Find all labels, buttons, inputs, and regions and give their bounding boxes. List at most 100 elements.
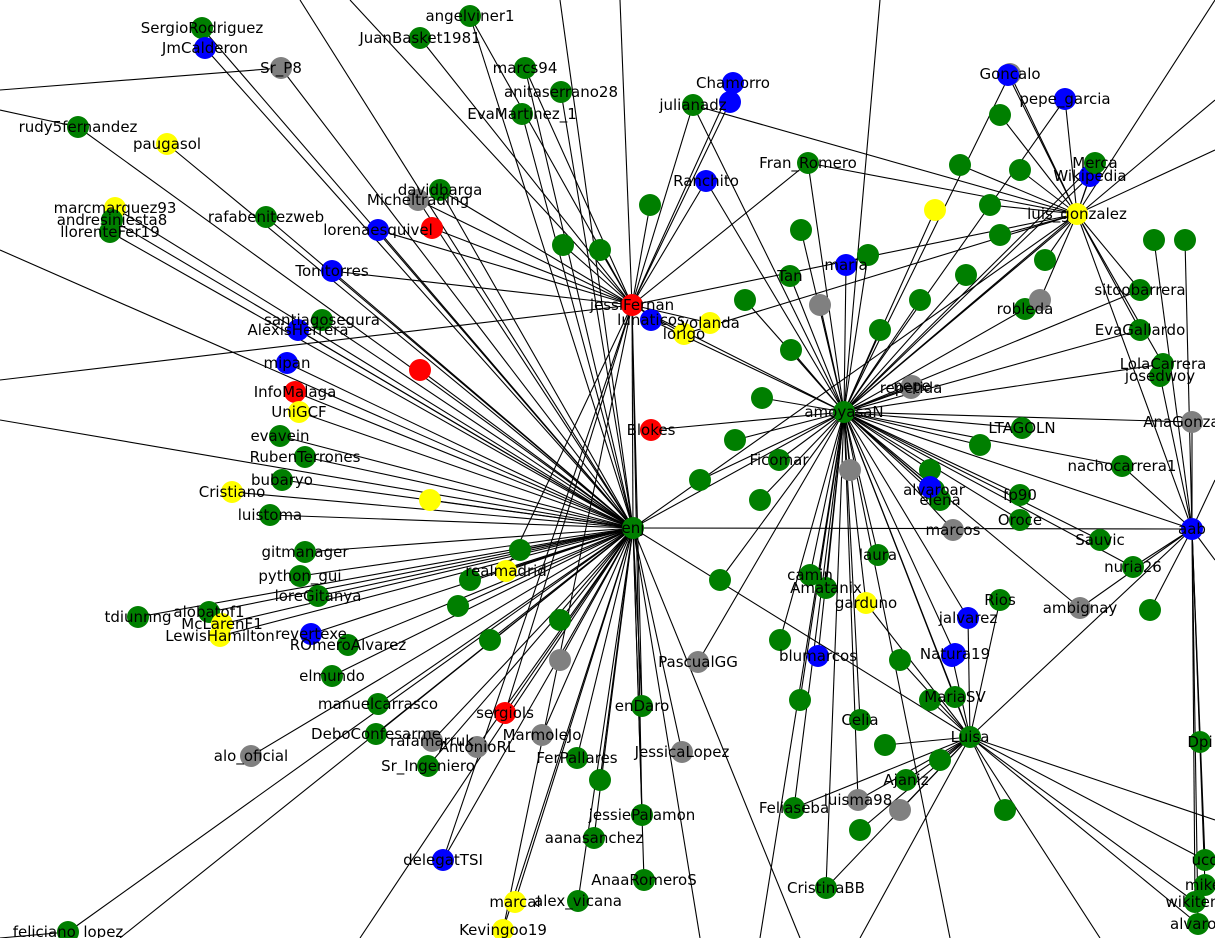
graph-node-felicianolopez[interactable] — [57, 921, 79, 938]
graph-node-python_gui[interactable] — [289, 565, 311, 587]
graph-node-gr25[interactable] — [549, 609, 571, 631]
graph-node-gr34[interactable] — [949, 154, 971, 176]
graph-node-gy2[interactable] — [839, 459, 861, 481]
graph-node-DeboConfesarme[interactable] — [365, 723, 387, 745]
graph-node-hubMid[interactable] — [833, 401, 855, 423]
graph-node-gr35[interactable] — [919, 689, 941, 711]
graph-node-gr21[interactable] — [749, 489, 771, 511]
graph-node-rafamarruk[interactable] — [421, 730, 443, 752]
graph-node-SrIngeniero[interactable] — [417, 755, 439, 777]
graph-node-gr3[interactable] — [751, 387, 773, 409]
graph-node-gr12[interactable] — [1034, 249, 1056, 271]
graph-node-Amatanix[interactable] — [815, 577, 837, 599]
graph-node-Merca[interactable] — [1084, 152, 1106, 174]
graph-node-gr6[interactable] — [909, 289, 931, 311]
graph-node-AlexisHerrera[interactable] — [287, 319, 309, 341]
graph-node-bubaryo[interactable] — [271, 469, 293, 491]
graph-node-pepeGarcia[interactable] — [1054, 88, 1076, 110]
graph-node-alexvicana[interactable] — [567, 890, 589, 912]
graph-node-Blokes[interactable] — [640, 419, 662, 441]
graph-node-evavein[interactable] — [269, 425, 291, 447]
graph-node-delegatTSI[interactable] — [432, 849, 454, 871]
graph-node-jessiePalamon[interactable] — [631, 804, 653, 826]
graph-node-marcal[interactable] — [504, 891, 526, 913]
graph-node-davidbarga[interactable] — [429, 179, 451, 201]
graph-node-hubJessi[interactable] — [621, 294, 643, 316]
graph-node-Rios[interactable] — [989, 589, 1011, 611]
graph-node-hubRight[interactable] — [1181, 518, 1203, 540]
graph-node-MariaSV[interactable] — [944, 686, 966, 708]
graph-node-sitoobarrera[interactable] — [1129, 279, 1151, 301]
graph-node-luisma98[interactable] — [847, 789, 869, 811]
graph-node-josedwoy[interactable] — [1149, 365, 1171, 387]
graph-node-alo_oficial[interactable] — [240, 745, 262, 767]
graph-node-ambignay[interactable] — [1069, 597, 1091, 619]
graph-node-lorigo[interactable] — [673, 323, 695, 345]
graph-node-AntonioRL[interactable] — [466, 736, 488, 758]
graph-node-gr33[interactable] — [989, 224, 1011, 246]
graph-node-ye2[interactable] — [924, 199, 946, 221]
graph-node-gr28[interactable] — [447, 595, 469, 617]
graph-node-MarmoleJo[interactable] — [531, 724, 553, 746]
graph-node-JessicaLopez[interactable] — [671, 741, 693, 763]
graph-node-Feliaseba[interactable] — [783, 797, 805, 819]
graph-node-marcs94[interactable] — [514, 57, 536, 79]
graph-node-elmundo[interactable] — [321, 665, 343, 687]
graph-node-realmadrid[interactable] — [495, 560, 517, 582]
graph-node-gr15[interactable] — [1174, 229, 1196, 251]
graph-node-jalvarez[interactable] — [957, 607, 979, 629]
graph-node-uco[interactable] — [1194, 849, 1215, 871]
graph-node-juanBasket[interactable] — [409, 27, 431, 49]
graph-node-garduno[interactable] — [855, 592, 877, 614]
graph-node-gr8[interactable] — [857, 244, 879, 266]
graph-node-mikel[interactable] — [1194, 874, 1215, 896]
graph-node-re2[interactable] — [421, 217, 443, 239]
graph-node-gr19[interactable] — [994, 799, 1016, 821]
graph-node-bl4[interactable] — [941, 645, 963, 667]
graph-node-gr20[interactable] — [849, 819, 871, 841]
graph-node-gr27[interactable] — [479, 629, 501, 651]
graph-node-gr29[interactable] — [589, 239, 611, 261]
graph-node-gitmanager[interactable] — [294, 541, 316, 563]
graph-node-gr30[interactable] — [639, 194, 661, 216]
graph-node-AnaGonzalez[interactable] — [1181, 411, 1203, 433]
graph-node-revertexe[interactable] — [300, 623, 322, 645]
graph-node-hubJenn[interactable] — [622, 517, 644, 539]
graph-node-santiagosegura[interactable] — [311, 309, 333, 331]
graph-node-LewisHamilton[interactable] — [209, 625, 231, 647]
graph-node-Kevingoo[interactable] — [492, 919, 514, 938]
graph-node-re1[interactable] — [409, 359, 431, 381]
graph-node-aanasanchez[interactable] — [583, 827, 605, 849]
graph-node-CristianoRonaldo[interactable] — [221, 481, 243, 503]
graph-node-gr31[interactable] — [919, 459, 941, 481]
graph-node-blueA[interactable] — [640, 309, 662, 331]
graph-node-gr32[interactable] — [969, 434, 991, 456]
graph-node-Dpi[interactable] — [1189, 731, 1211, 753]
graph-node-gr1[interactable] — [552, 234, 574, 256]
graph-node-gr5[interactable] — [869, 319, 891, 341]
graph-node-gr10[interactable] — [1009, 159, 1031, 181]
graph-node-UniGCF[interactable] — [288, 401, 310, 423]
graph-node-tdiunnng[interactable] — [127, 606, 149, 628]
graph-node-wikitem[interactable] — [1184, 891, 1206, 913]
graph-node-gr4[interactable] — [780, 339, 802, 361]
graph-node-llorenteFer19[interactable] — [99, 221, 121, 243]
graph-node-rudy5fernandez[interactable] — [67, 116, 89, 138]
graph-node-Oroce[interactable] — [1009, 509, 1031, 531]
graph-node-alvarog[interactable] — [1187, 913, 1209, 935]
graph-node-Ajaniz[interactable] — [895, 769, 917, 791]
graph-node-gr9[interactable] — [790, 219, 812, 241]
graph-node-LTAGOLN[interactable] — [1011, 417, 1033, 439]
graph-node-Ranchito[interactable] — [695, 170, 717, 192]
graph-node-gr11[interactable] — [979, 194, 1001, 216]
graph-node-gy4[interactable] — [1029, 289, 1051, 311]
graph-node-Micheltrading[interactable] — [407, 189, 429, 211]
graph-node-gr17[interactable] — [889, 649, 911, 671]
graph-node-Sauvic[interactable] — [1089, 529, 1111, 551]
graph-node-Chamorro[interactable] — [722, 72, 744, 94]
graph-node-bluemid[interactable] — [807, 645, 829, 667]
graph-node-gr23[interactable] — [709, 569, 731, 591]
graph-node-Pascual[interactable] — [687, 651, 709, 673]
graph-node-gr16[interactable] — [1139, 599, 1161, 621]
graph-node-JmCalderon[interactable] — [194, 37, 216, 59]
